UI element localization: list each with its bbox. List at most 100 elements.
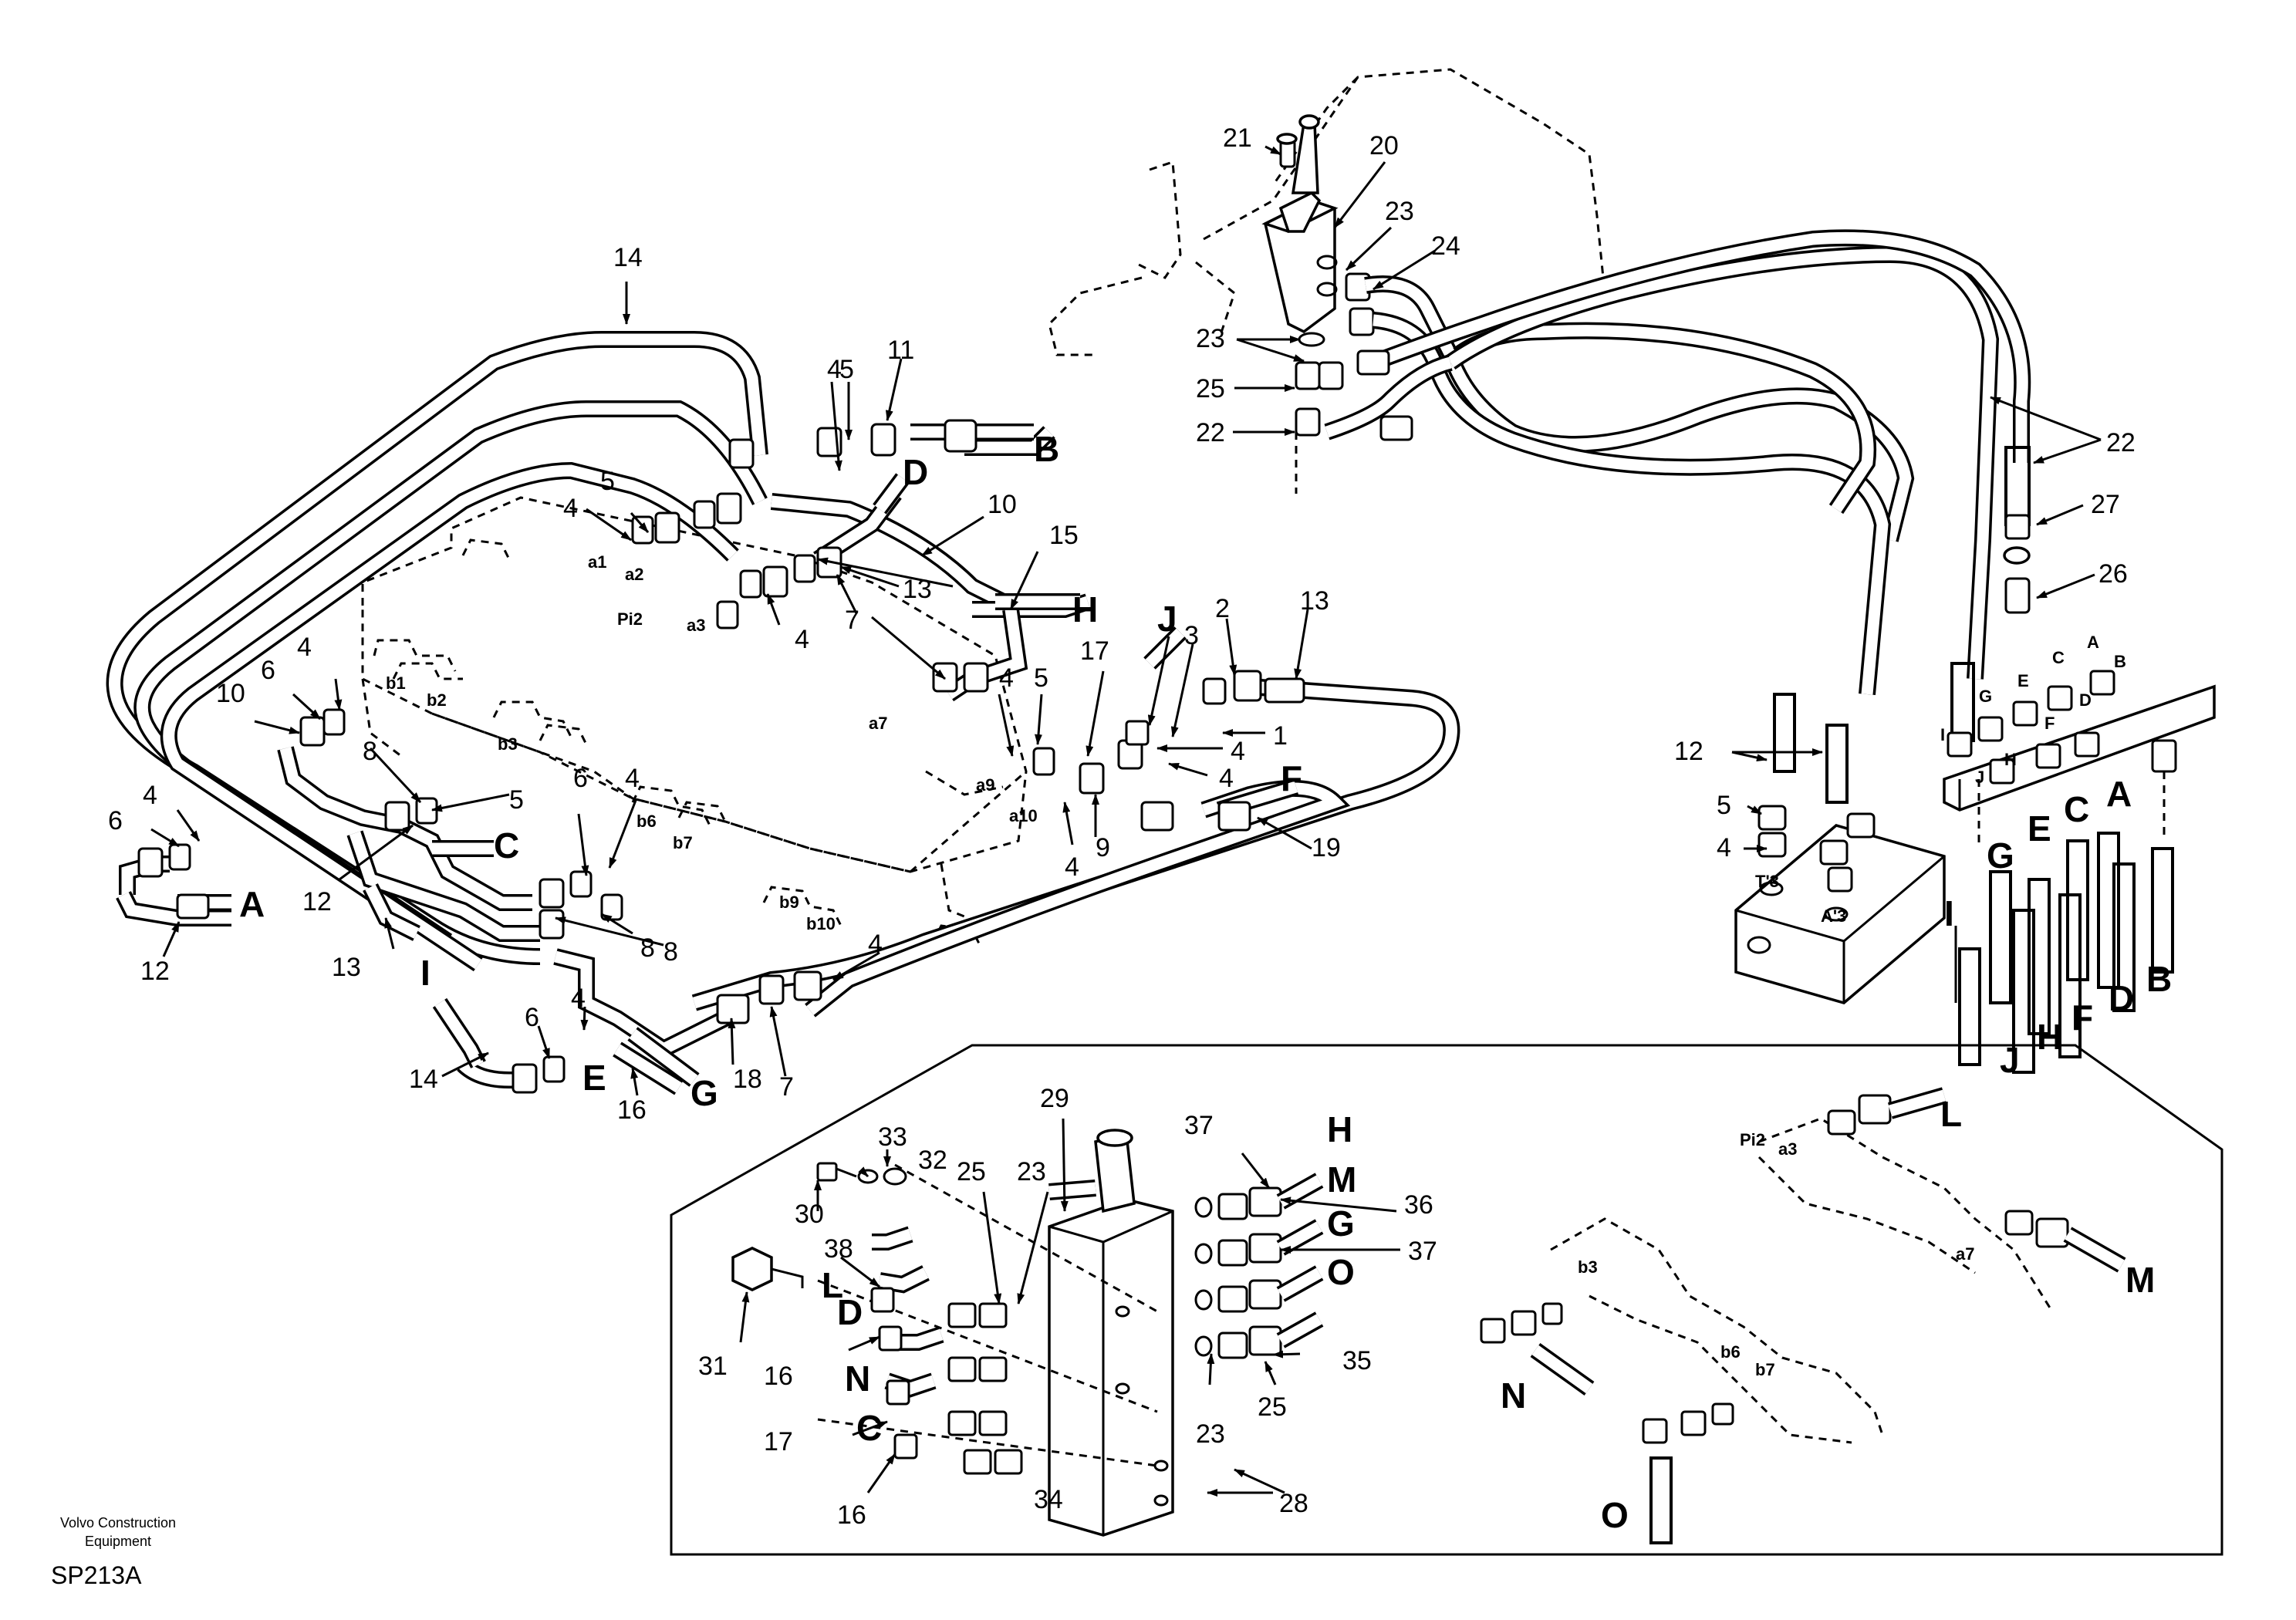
callout-6: 6 [525,1003,539,1032]
inset-port-L: L [1940,1094,1962,1134]
port-b10: b10 [806,914,836,933]
callout-numbers: 14 4 5 11 5 4 10 15 13 4 7 13 2 3 17 5 4… [108,123,2136,1530]
callout-4: 4 [827,355,842,384]
callout-4: 4 [999,663,1014,693]
inset-port-b3: b3 [1578,1257,1598,1277]
inset-port-O: O [1601,1495,1629,1535]
callout-4: 4 [297,633,312,662]
callout-22: 22 [1196,418,1225,447]
callout-26: 26 [2098,559,2128,589]
callout-8: 8 [363,737,377,766]
callout-4: 4 [143,781,157,810]
callout-4: 4 [1219,764,1234,793]
callout-21: 21 [1223,123,1252,153]
hose-letter-labels: B D H J F C A I E G A C B E D G F I H J … [239,429,2172,1535]
callout-14: 14 [613,243,643,272]
port-b6: b6 [636,812,657,831]
manifold-port-G: G [1979,687,1992,706]
hose-bundle-J: J [2000,1040,2020,1080]
callout-8: 8 [663,937,678,967]
port-pi2: Pi2 [617,609,643,629]
callout-6: 6 [108,806,123,835]
inset-port-M: M [2125,1260,2155,1300]
callout-22: 22 [2106,428,2136,457]
callout-17: 17 [764,1427,793,1456]
port-a1: a1 [588,552,606,572]
manifold-port-F: F [2044,714,2055,733]
manifold-port-H: H [2004,750,2017,769]
callout-8: 8 [640,933,655,963]
hose-label-H: H [1072,589,1098,629]
callout-25: 25 [957,1157,986,1186]
inset-port-N: N [1501,1375,1526,1416]
callout-10: 10 [216,679,245,708]
port-b7: b7 [673,833,693,852]
callout-6: 6 [261,656,275,685]
callout-24: 24 [1431,231,1460,261]
callout-12: 12 [1674,737,1703,766]
callout-31: 31 [698,1352,728,1381]
callout-6: 6 [573,764,588,793]
manifold-port-J: J [1975,768,1984,787]
callout-27: 27 [2091,490,2120,519]
callout-23: 23 [1196,324,1225,353]
callout-12: 12 [140,957,170,986]
inset-hose-L: L [822,1265,843,1305]
port-a9: a9 [976,775,994,795]
hose-label-I: I [420,953,430,993]
callout-28: 28 [1279,1489,1308,1518]
port-a3: a3 [687,616,705,635]
callout-13: 13 [903,575,932,604]
callout-38: 38 [824,1234,853,1264]
callout-5: 5 [509,785,524,815]
callout-33: 33 [878,1122,907,1152]
callout-12: 12 [302,887,332,916]
hose-label-G: G [690,1073,718,1113]
hose-bundle-G: G [1987,835,2014,876]
inset-detail-box [670,1044,2223,1556]
callout-4: 4 [571,984,586,1013]
inset-hose-N: N [845,1358,870,1399]
callout-4: 4 [1065,852,1079,882]
hose-label-D: D [903,452,928,492]
inset-hose-H: H [1327,1109,1352,1149]
callout-11: 11 [887,336,914,365]
inset-hose-M: M [1327,1159,1356,1200]
callout-4: 4 [563,494,578,523]
sheet-id: SP213A [51,1561,142,1589]
hose-bundle-C: C [2064,789,2089,829]
callout-10: 10 [988,490,1017,519]
hose-bundle-D: D [2109,978,2134,1018]
callout-25: 25 [1258,1392,1287,1422]
callout-1: 1 [1273,721,1288,751]
inset-port-a3: a3 [1778,1139,1797,1159]
callout-30: 30 [795,1200,824,1229]
inset-hose-G: G [1327,1203,1355,1244]
callout-5: 5 [839,355,854,384]
hose-label-E: E [582,1058,606,1098]
callout-35: 35 [1342,1346,1372,1375]
manifold-port-C: C [2052,648,2065,667]
port-a10: a10 [1009,806,1038,825]
hose-label-B: B [1034,429,1059,469]
callout-37: 37 [1408,1237,1437,1266]
callout-5: 5 [600,467,615,496]
callout-20: 20 [1369,131,1399,160]
pilot-joystick [1048,68,2031,695]
callout-16: 16 [837,1500,866,1530]
brand-line-2: Equipment [84,1534,152,1549]
callout-5: 5 [1034,663,1048,693]
inset-port-pi2: Pi2 [1740,1130,1765,1149]
callout-13: 13 [1300,586,1329,616]
port-b9: b9 [779,893,799,912]
callout-18: 18 [733,1065,762,1094]
callout-14: 14 [409,1065,438,1094]
hose-bundle-I: I [1944,893,1954,933]
hose-bundle-B: B [2146,959,2172,999]
callout-34: 34 [1034,1485,1063,1514]
inset-port-b6: b6 [1720,1342,1741,1362]
brand-label: Volvo Construction Equipment [29,1514,207,1551]
inset-port-b7: b7 [1755,1360,1775,1379]
inset-hose-C: C [856,1408,882,1448]
